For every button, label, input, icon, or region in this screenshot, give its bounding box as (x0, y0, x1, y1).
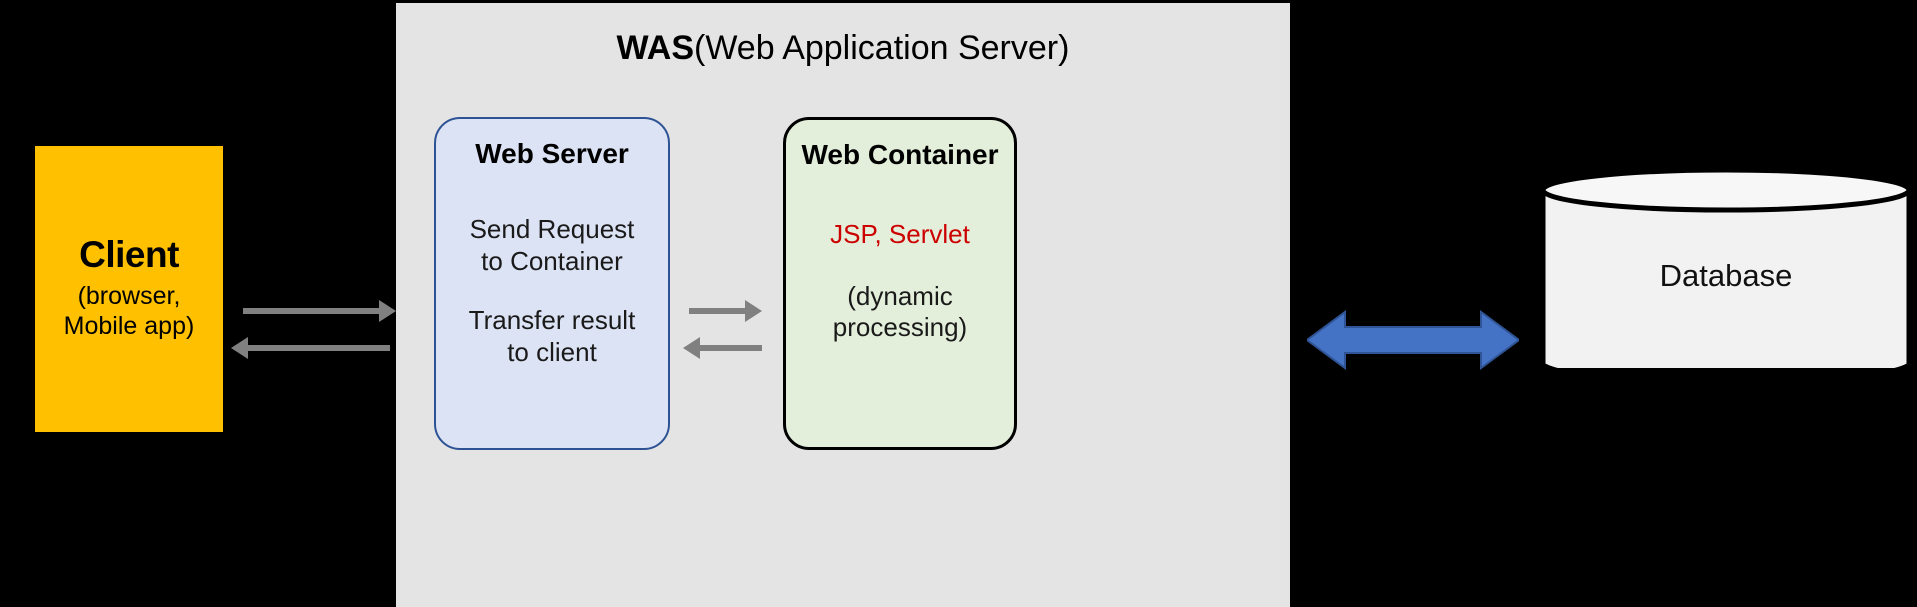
client-response-arrow-line (248, 345, 390, 351)
web-server-title: Web Server (475, 138, 629, 169)
web-server-node[interactable]: Web Server Send Request to Container Tra… (434, 117, 670, 450)
container-request-arrow-line (689, 308, 751, 314)
container-response-arrow-line (700, 345, 762, 351)
web-container-tech: JSP, Servlet (830, 218, 970, 249)
web-container-desc-line2: processing) (832, 312, 968, 343)
web-container-desc-line1: (dynamic (847, 280, 953, 311)
web-server-desc-2-line2: to client (507, 336, 597, 367)
client-request-arrow-line (243, 308, 385, 314)
web-server-desc-1-line1: Send Request (469, 213, 635, 244)
web-server-desc-2-line1: Transfer result (468, 305, 636, 336)
client-title: Client (79, 234, 179, 276)
client-subtitle: (browser, Mobile app) (64, 281, 195, 342)
container-request-arrow-head (745, 300, 762, 322)
web-container-title: Web Container (801, 139, 999, 170)
was-title-expansion: (Web Application Server) (694, 29, 1070, 67)
web-server-desc-1: Send Request to Container (470, 214, 635, 277)
client-response-arrow-head (231, 337, 248, 359)
database-bidirectional-arrow-icon (1307, 310, 1519, 370)
client-subtitle-line1: (browser, (77, 281, 181, 310)
web-server-desc-2: Transfer result to client (469, 305, 636, 368)
web-container-node[interactable]: Web Container JSP, Servlet (dynamic proc… (783, 117, 1017, 450)
database-label: Database (1659, 258, 1793, 293)
web-container-desc: (dynamic processing) (833, 281, 967, 344)
client-subtitle-line2: Mobile app) (63, 312, 195, 341)
was-title-acronym: WAS (616, 29, 694, 67)
was-title: WAS(Web Application Server) (396, 29, 1290, 68)
database-cylinder-icon[interactable] (1540, 168, 1912, 368)
client-request-arrow-head (379, 300, 396, 322)
container-response-arrow-head (683, 337, 700, 359)
web-server-desc-1-line2: to Container (481, 245, 623, 276)
client-node[interactable]: Client (browser, Mobile app) (35, 146, 223, 432)
